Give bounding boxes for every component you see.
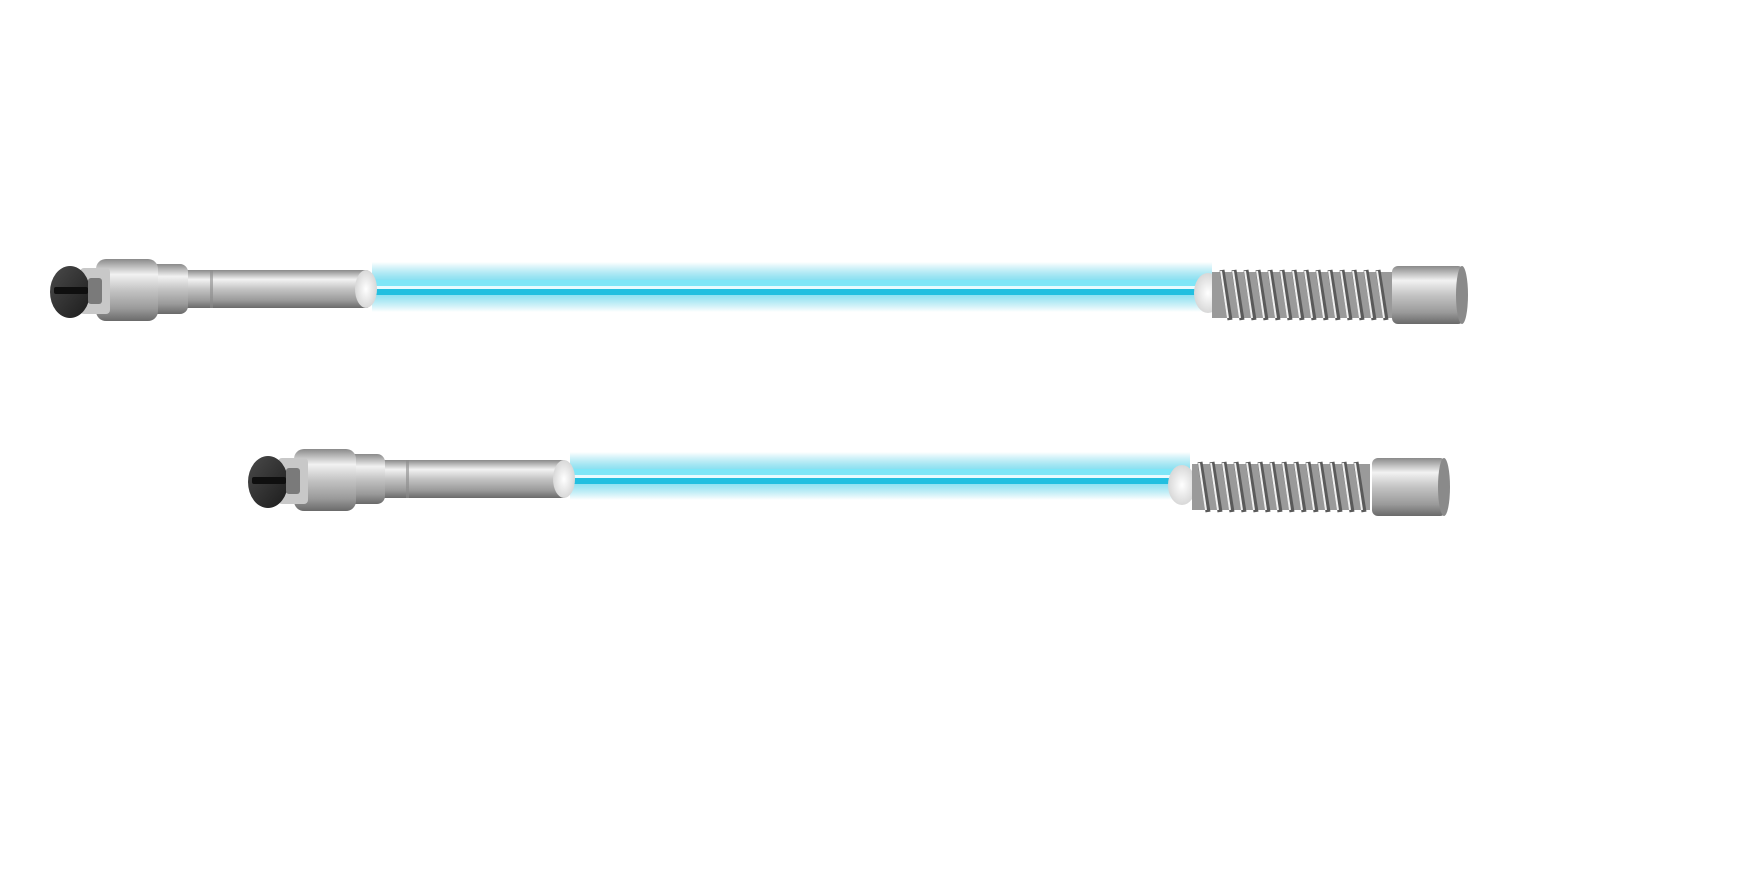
lower-lamp: [248, 449, 1450, 516]
lower-glow-tube: [570, 452, 1190, 500]
clamp-connector-icon: [50, 259, 377, 321]
spring-terminal-icon: [1168, 458, 1450, 516]
upper-lamp: [50, 259, 1468, 324]
spring-terminal-icon: [1194, 266, 1468, 324]
clamp-connector-icon: [248, 449, 575, 511]
upper-glow-tube: [372, 262, 1212, 312]
